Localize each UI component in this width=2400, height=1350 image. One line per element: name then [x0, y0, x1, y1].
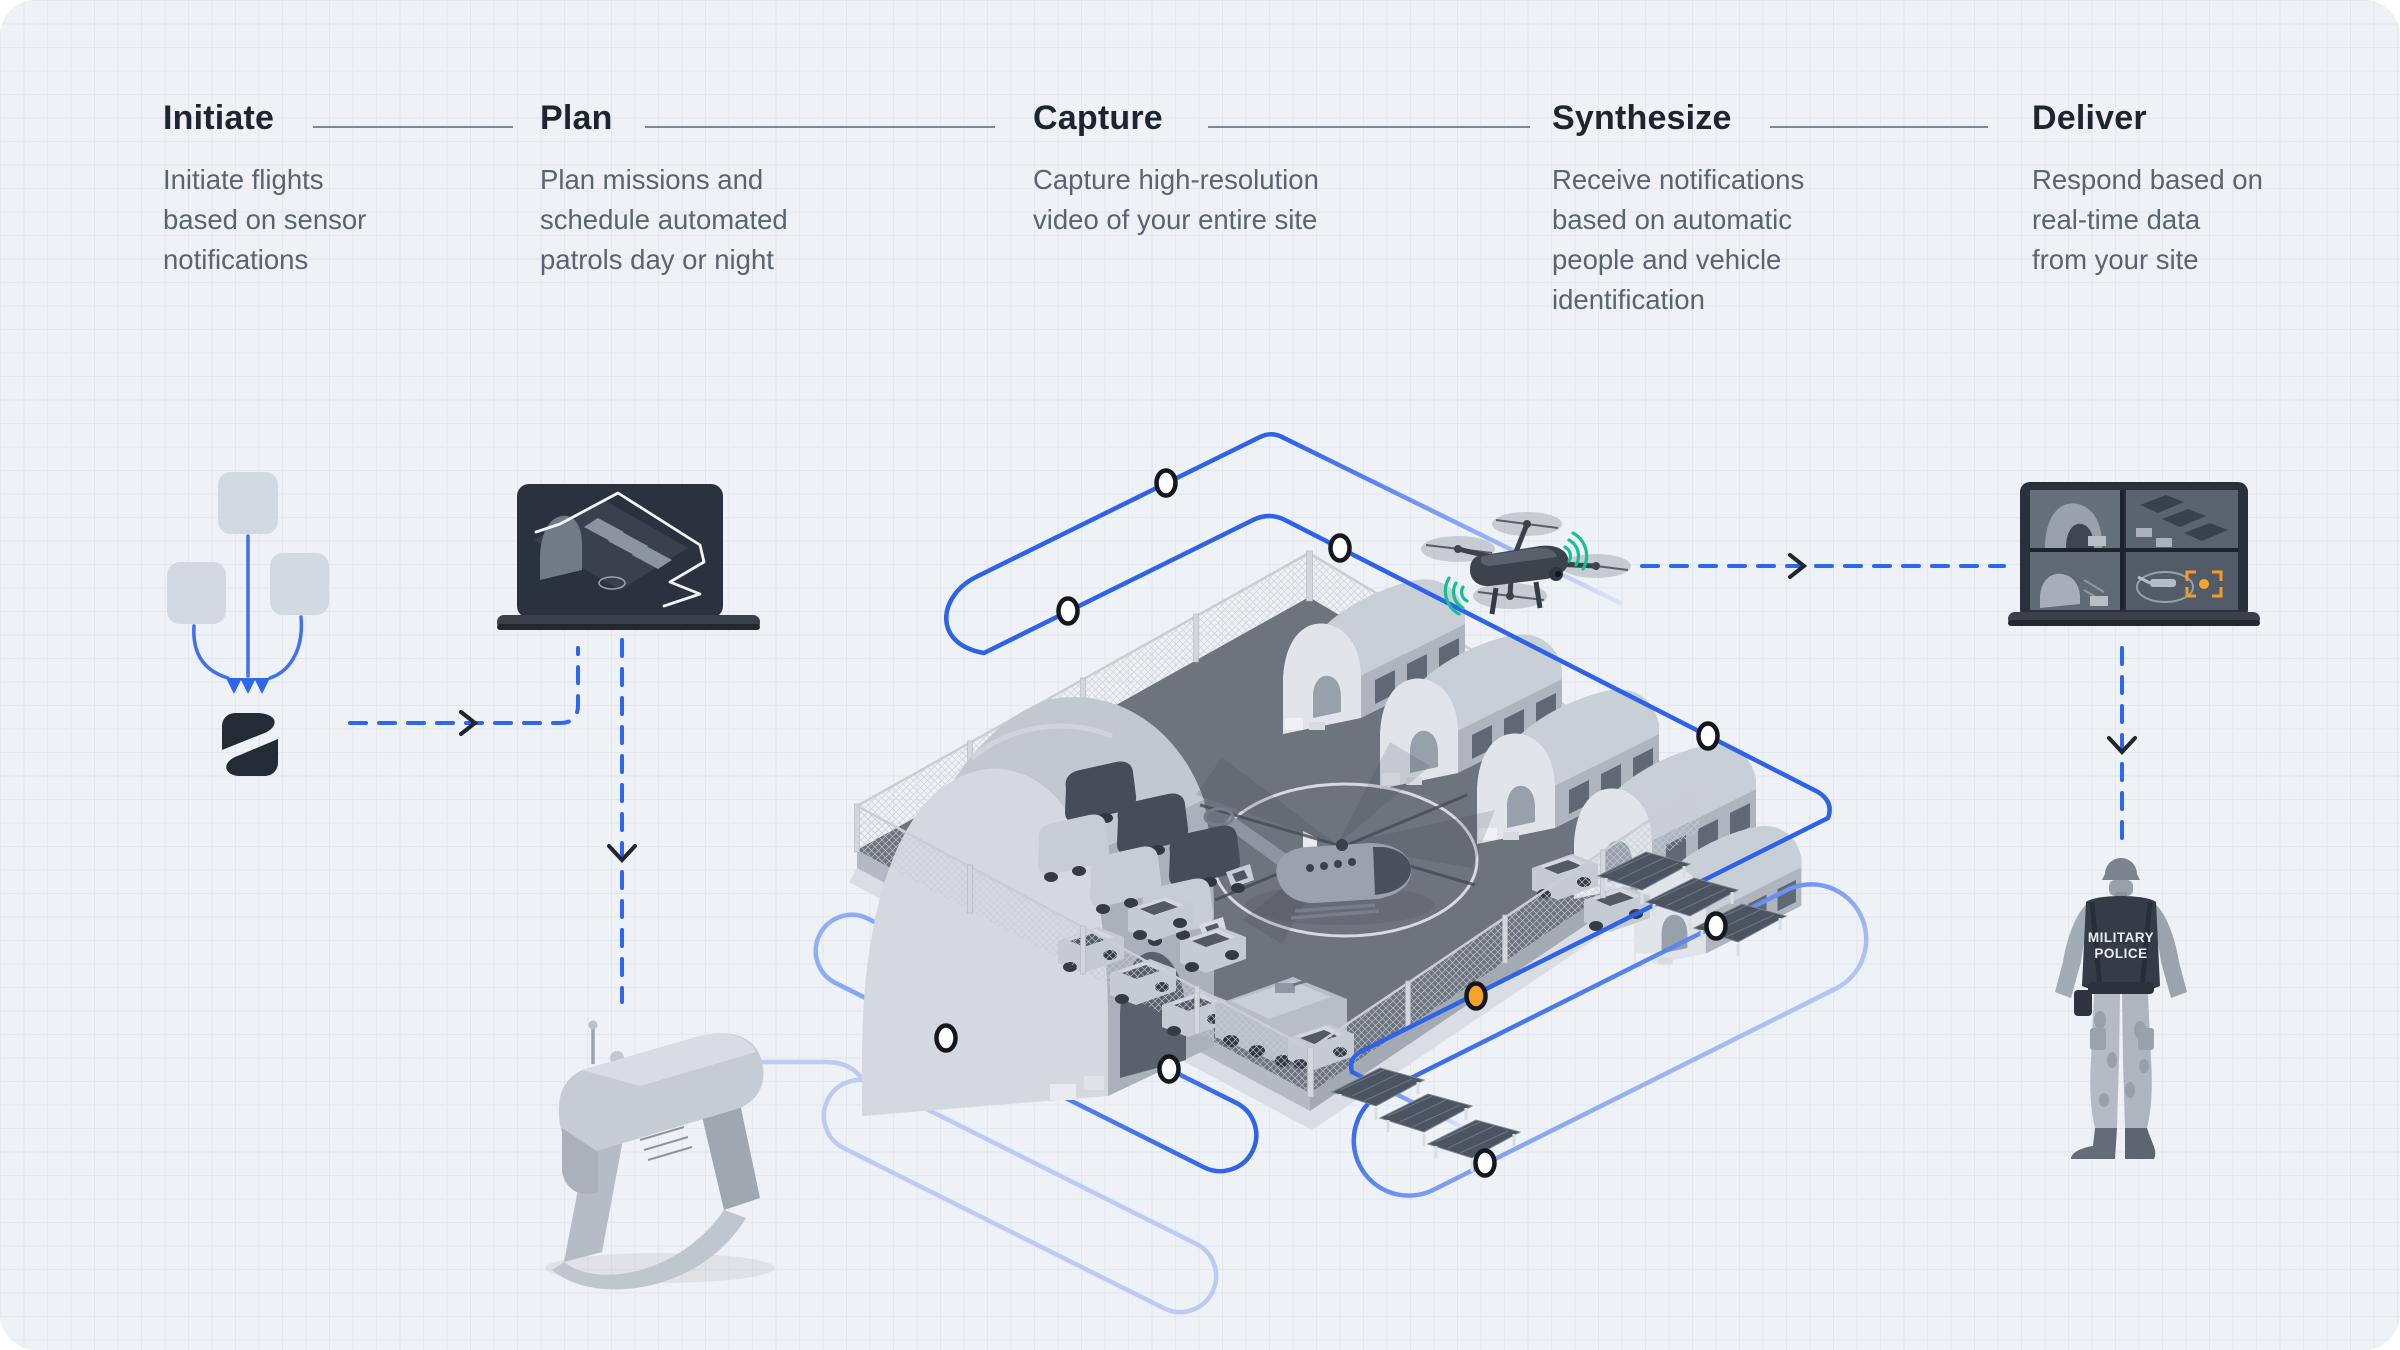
vest-label-line2: POLICE: [2094, 946, 2147, 961]
step-description: Capture high-resolution video of your en…: [1033, 164, 1319, 235]
step-plan: Plan Plan missions and schedule automate…: [540, 98, 870, 280]
arrow-right-icon: [459, 710, 479, 736]
step-title: Capture: [1033, 99, 1163, 137]
plan-screen-map: [534, 491, 706, 608]
signal-wifi-icon: [1443, 531, 1589, 616]
step-title: Deliver: [2032, 99, 2147, 137]
video-feed-grid: [2030, 490, 2238, 610]
step-title: Synthesize: [1552, 99, 1732, 137]
waypoint-markers: [934, 468, 1728, 1178]
step-description: Receive notifications based on automatic…: [1552, 164, 1805, 315]
arrow-down-icon: [607, 844, 637, 863]
patrol-loop-faint: [697, 1059, 1219, 1315]
sensor-tile-icon: [167, 562, 226, 624]
flow-capture-to-synthesize: [1640, 553, 2006, 579]
step-divider: [313, 126, 513, 128]
step-deliver: Deliver Respond based on real-time data …: [2032, 98, 2362, 280]
monitor-laptop: [2008, 482, 2260, 626]
soldier: MILITARY POLICE: [2055, 858, 2187, 1159]
sensor-tile-icon: [218, 472, 278, 534]
step-divider: [1770, 126, 1988, 128]
step-divider: [1208, 126, 1530, 128]
brand-logo-icon: [222, 713, 278, 776]
fence-front: [856, 784, 1701, 1098]
plan-laptop: [497, 484, 760, 630]
helicopter: [1196, 742, 1495, 944]
drone-dock: [545, 1020, 775, 1290]
step-initiate: Initiate Initiate flights based on senso…: [163, 98, 493, 280]
alert-waypoint: [1464, 981, 1488, 1011]
step-capture: Capture Capture high-resolution video of…: [1033, 98, 1363, 240]
step-divider: [645, 126, 995, 128]
step-description: Plan missions and schedule automated pat…: [540, 164, 788, 275]
step-synthesize: Synthesize Receive notifications based o…: [1552, 98, 1882, 320]
sensor-tile-icon: [270, 553, 329, 615]
sensor-notification-icons: [167, 472, 329, 694]
arrow-right-icon: [1788, 553, 1808, 579]
arrow-down-icon: [2107, 736, 2137, 755]
step-title: Initiate: [163, 99, 275, 137]
drone: [1421, 512, 1631, 615]
flow-deliver: [2107, 646, 2137, 847]
step-description: Initiate flights based on sensor notific…: [163, 164, 367, 275]
detection-reticle-icon: [2185, 570, 2223, 598]
vest-label-line1: MILITARY: [2088, 930, 2154, 945]
flow-plan-to-dock: [607, 638, 637, 1004]
step-description: Respond based on real-time data from you…: [2032, 164, 2263, 275]
step-title: Plan: [540, 99, 613, 137]
flow-initiate-to-plan: [348, 646, 580, 736]
military-base: [849, 550, 1802, 1130]
